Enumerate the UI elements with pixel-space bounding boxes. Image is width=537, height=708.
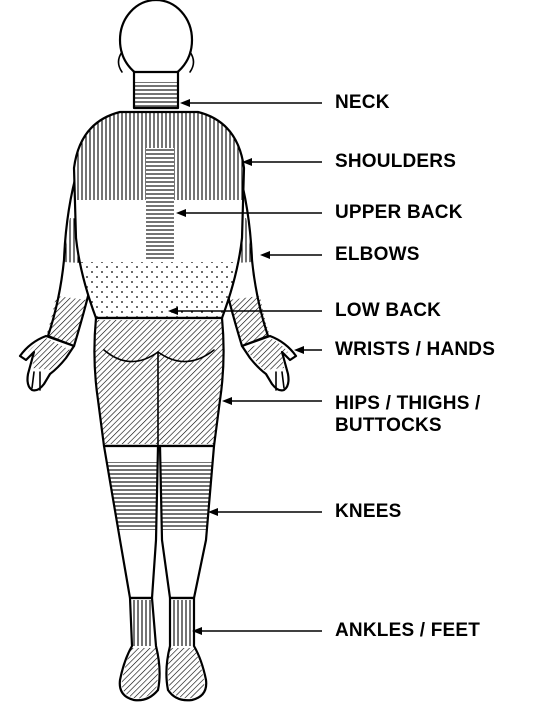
label-ankles-feet: ANKLES / FEET (335, 620, 480, 642)
label-shoulders: SHOULDERS (335, 151, 456, 173)
label-neck: NECK (335, 92, 390, 114)
right-leg (160, 446, 214, 598)
arrowhead-wrists (294, 346, 304, 354)
label-low-back: LOW BACK (335, 300, 441, 322)
left-hand (20, 336, 74, 390)
label-elbows: ELBOWS (335, 244, 420, 266)
label-knees: KNEES (335, 501, 401, 523)
label-hips-thighs-buttocks: HIPS / THIGHS / BUTTOCKS (335, 393, 481, 437)
left-leg (104, 446, 158, 598)
label-upper-back: UPPER BACK (335, 202, 463, 224)
label-hips-line-2: BUTTOCKS (335, 415, 481, 437)
left-foot (120, 598, 160, 700)
neck-region (134, 72, 178, 108)
torso (70, 110, 250, 318)
hips-region (94, 318, 223, 446)
right-hand (242, 336, 296, 390)
label-wrists-hands: WRISTS / HANDS (335, 339, 495, 361)
low-back-shading (80, 262, 240, 318)
label-hips-line-1: HIPS / THIGHS / (335, 393, 481, 415)
arrowhead-neck (180, 99, 190, 107)
arrowhead-hips (222, 397, 232, 405)
head (119, 0, 194, 80)
right-foot (166, 598, 206, 700)
arrowhead-elbows (260, 251, 270, 259)
